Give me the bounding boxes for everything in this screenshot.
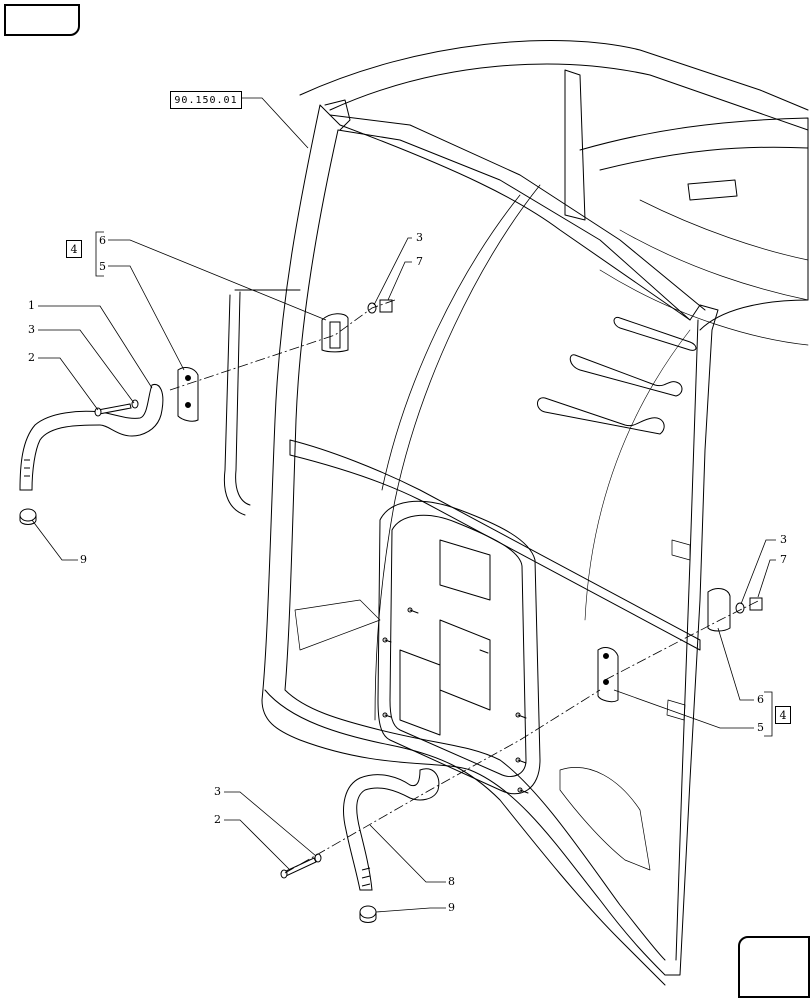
callout-1: 1 [28,299,35,312]
hinge-strip [666,539,691,721]
leader-3b [373,237,412,306]
door-frame-right-edge [675,319,699,961]
leader-6b [717,627,754,701]
door-left-rail [324,99,351,131]
leader-3d [224,791,317,857]
door-top-rail-2 [329,114,706,311]
leader-5a [108,265,185,371]
part-bolt-left [97,403,132,415]
left-exterior-rail [223,289,301,516]
part-handle-lower [343,768,440,891]
bracket-top [95,231,104,277]
previous-page-button[interactable] [4,4,80,36]
cab-right-panel [579,117,809,331]
cab-floor-curves [599,199,809,346]
group-ref-right[interactable]: 4 [775,706,791,724]
assembly-line-lower [284,689,601,874]
leader-2a [38,357,99,411]
bracket-bottom [764,691,773,737]
part-bolt-right [749,597,763,611]
cab-roof-inner [329,63,809,131]
callout-8: 8 [448,875,455,888]
leader-1 [38,305,153,389]
callout-5: 5 [99,260,106,273]
door-sill [264,689,666,986]
door-top-rail [337,129,691,321]
part-washer-lower [314,853,322,863]
leader-6a [108,239,327,321]
cab-grab-handle-2 [569,354,683,397]
callout-5: 5 [757,721,764,734]
leader-3c [740,539,776,605]
door-frame-inner [284,129,666,961]
leader-9b [375,907,446,913]
door-studs [382,607,529,794]
part-hinge-cover-top-inner [329,321,341,349]
cab-grab-handle-1 [613,316,697,351]
callout-7: 7 [416,255,423,268]
callout-9: 9 [80,553,87,566]
cab-vent [687,179,738,201]
callout-2: 2 [214,813,221,826]
leader-7a [387,261,412,301]
next-page-button[interactable] [738,936,810,998]
cab-grab-handle-3 [537,397,665,435]
assembly-line-right [604,599,761,681]
group-ref-top[interactable]: 4 [66,240,82,258]
part-handle-lower-marks [361,867,371,887]
glass-curve-2 [381,194,521,491]
glass-curve-3 [584,329,691,621]
callout-3: 3 [416,231,423,244]
reference-box[interactable]: 90.150.01 [170,91,242,109]
part-plug-left [19,508,37,522]
part-hinge-cover-right [707,588,731,632]
cab-roof-outline [299,40,809,111]
callout-3: 3 [28,323,35,336]
leader-9a [31,519,78,561]
leader-3a [38,329,135,404]
glass-curve-1 [374,184,541,721]
part-plug-lower [359,905,377,919]
door-window-frame [377,500,541,795]
part-washer-right [735,602,745,614]
cab-floor-right [559,767,651,871]
callout-2: 2 [28,351,35,364]
cab-right-panel-inner [599,146,809,171]
callout-3: 3 [780,533,787,546]
part-hinge-right [597,647,619,703]
door-sticker [439,539,491,601]
leader-8 [369,824,446,883]
door-frame-outer [261,104,719,976]
part-handle-left [19,383,164,491]
cab-rear-pillar [564,69,586,221]
door-floor-left [294,599,381,651]
part-bolt-lower [283,857,317,877]
callout-6: 6 [757,693,764,706]
door-latch-box [399,619,491,736]
part-hinge-cover-top [321,313,349,353]
door-lower-panel [289,439,701,651]
callout-3: 3 [214,785,221,798]
callout-7: 7 [780,553,787,566]
part-hinge-top [177,367,199,422]
callout-9: 9 [448,901,455,914]
leader-7b [757,559,776,598]
door-window-frame-inner [389,514,527,777]
leader-2b [224,819,291,871]
part-handle-left-marks [24,459,30,477]
callout-6: 6 [99,234,106,247]
leader-5b [613,689,754,729]
leader-ref-main [240,97,309,149]
assembly-line-top [169,299,396,391]
